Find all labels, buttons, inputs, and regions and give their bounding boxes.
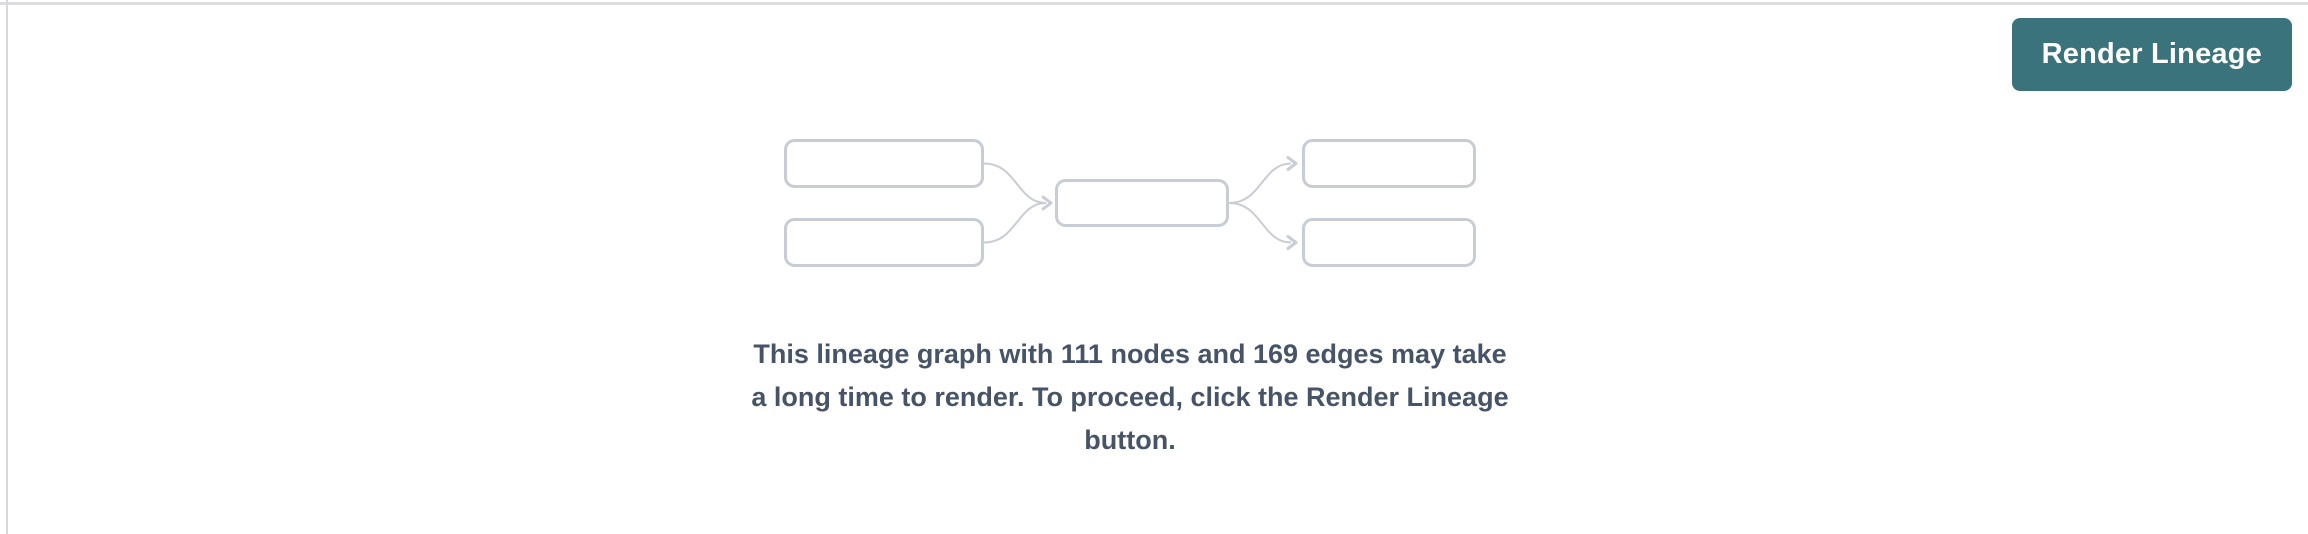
render-lineage-button[interactable]: Render Lineage: [2011, 18, 2292, 91]
graph-edge: [983, 162, 1047, 204]
panel-left-border: [6, 0, 8, 534]
graph-node: [1055, 179, 1229, 227]
graph-node: [1302, 139, 1476, 188]
graph-edge: [1228, 162, 1292, 204]
arrowhead-icon: [1286, 235, 1298, 250]
message-line: button.: [1084, 425, 1176, 455]
graph-edge: [1228, 202, 1292, 244]
graph-edge: [983, 202, 1047, 244]
graph-node: [784, 139, 984, 188]
panel-top-border: [0, 2, 2308, 5]
lineage-graph-illustration: [784, 139, 1476, 267]
arrowhead-icon: [1041, 195, 1053, 211]
graph-node: [784, 218, 984, 267]
placeholder-message: This lineage graph with 111 nodes and 16…: [0, 333, 2260, 462]
placeholder-container: This lineage graph with 111 nodes and 16…: [0, 139, 2260, 462]
graph-node: [1302, 218, 1476, 267]
message-line: This lineage graph with 111 nodes and 16…: [753, 339, 1507, 369]
message-line: a long time to render. To proceed, click…: [751, 382, 1509, 412]
arrowhead-icon: [1286, 156, 1298, 171]
